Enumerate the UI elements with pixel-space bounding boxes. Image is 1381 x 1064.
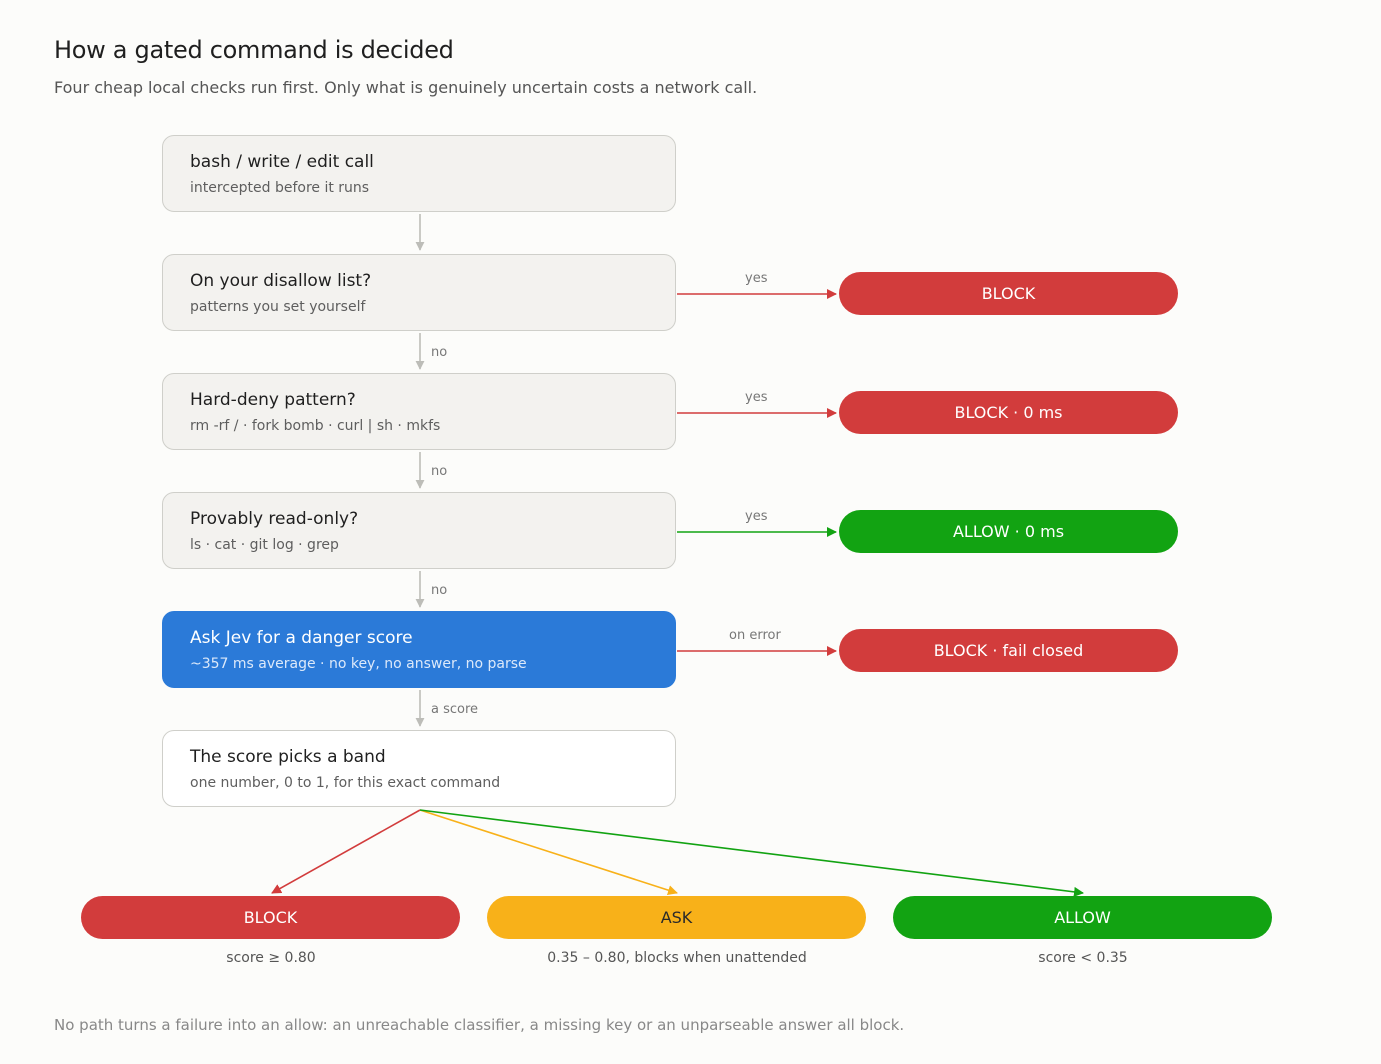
outcome-allow-0ms: ALLOW · 0 ms	[839, 510, 1178, 553]
step-subtitle: ~357 ms average · no key, no answer, no …	[190, 656, 527, 672]
step-title: Provably read-only?	[190, 509, 359, 529]
step-subtitle: ls · cat · git log · grep	[190, 537, 339, 553]
step-title: On your disallow list?	[190, 271, 372, 291]
band-block-caption: score ≥ 0.80	[226, 950, 316, 966]
step-command-intercepted: bash / write / edit call intercepted bef…	[162, 135, 676, 212]
page-subtitle: Four cheap local checks run first. Only …	[54, 78, 758, 97]
band-block: BLOCK	[81, 896, 460, 939]
step-score-band: The score picks a band one number, 0 to …	[162, 730, 676, 807]
step-title: The score picks a band	[190, 747, 386, 767]
arrow-score-to-allow	[419, 809, 1084, 897]
step-subtitle: one number, 0 to 1, for this exact comma…	[190, 775, 501, 791]
band-ask-caption: 0.35 – 0.80, blocks when unattended	[547, 950, 807, 966]
edge-label-no: no	[431, 583, 448, 598]
band-ask: ASK	[487, 896, 866, 939]
edge-label-on-error: on error	[729, 628, 781, 643]
arrow-score-to-ask	[419, 809, 678, 895]
step-hard-deny: Hard-deny pattern? rm -rf / · fork bomb …	[162, 373, 676, 450]
band-allow-caption: score < 0.35	[1038, 950, 1128, 966]
step-title: Hard-deny pattern?	[190, 390, 356, 410]
outcome-block: BLOCK	[839, 272, 1178, 315]
arrow-score-to-block	[271, 809, 421, 894]
band-allow: ALLOW	[893, 896, 1272, 939]
edge-label-no: no	[431, 464, 448, 479]
step-title: Ask Jev for a danger score	[190, 628, 413, 648]
page-title: How a gated command is decided	[54, 36, 454, 64]
edge-label-score: a score	[431, 702, 479, 717]
step-read-only: Provably read-only? ls · cat · git log ·…	[162, 492, 676, 569]
step-subtitle: intercepted before it runs	[190, 180, 370, 196]
step-subtitle: patterns you set yourself	[190, 299, 366, 315]
step-subtitle: rm -rf / · fork bomb · curl | sh · mkfs	[190, 418, 441, 434]
step-disallow-list: On your disallow list? patterns you set …	[162, 254, 676, 331]
edge-label-yes: yes	[745, 390, 768, 405]
step-ask-jev: Ask Jev for a danger score ~357 ms avera…	[162, 611, 676, 688]
outcome-block-0ms: BLOCK · 0 ms	[839, 391, 1178, 434]
footnote: No path turns a failure into an allow: a…	[54, 1016, 905, 1034]
edge-label-no: no	[431, 345, 448, 360]
edge-label-yes: yes	[745, 271, 768, 286]
edge-label-yes: yes	[745, 509, 768, 524]
step-title: bash / write / edit call	[190, 152, 374, 172]
outcome-block-fail-closed: BLOCK · fail closed	[839, 629, 1178, 672]
